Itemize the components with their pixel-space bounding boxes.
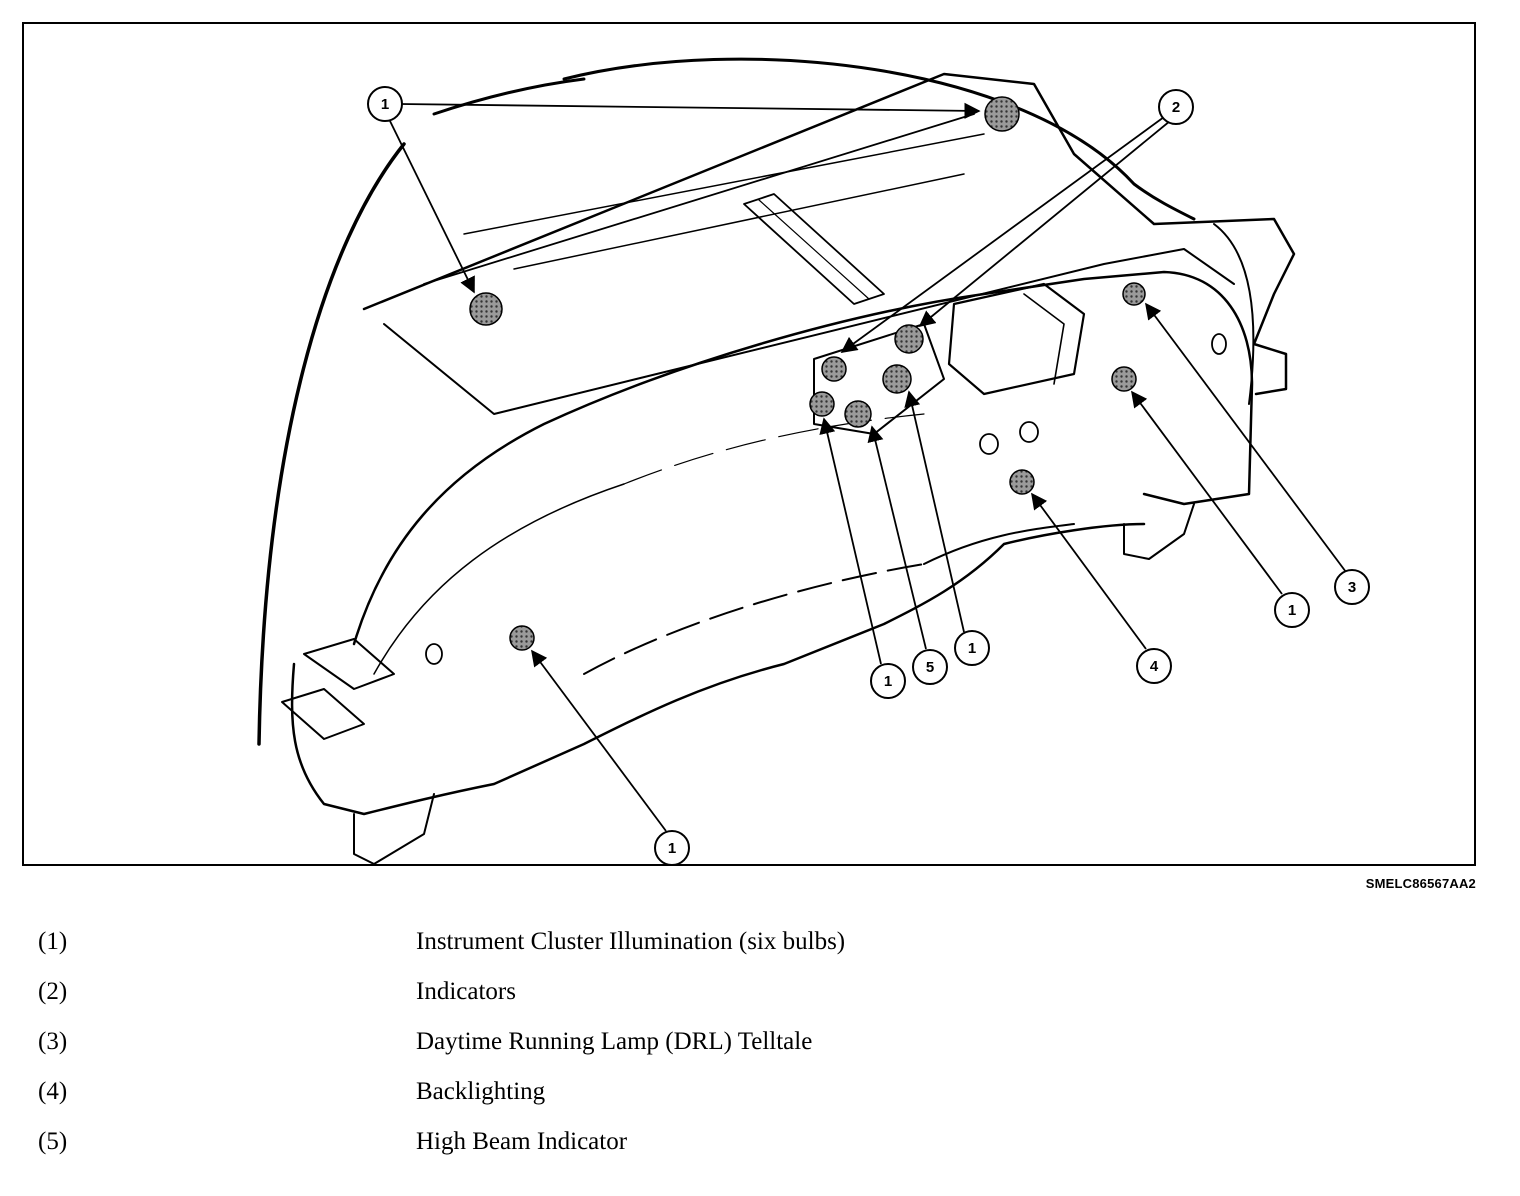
legend-number: (1) xyxy=(38,928,68,955)
svg-text:1: 1 xyxy=(1288,602,1296,619)
svg-text:3: 3 xyxy=(1348,579,1356,596)
svg-text:1: 1 xyxy=(884,673,892,690)
legend-row: (2) Indicators xyxy=(38,972,1478,1022)
legend-number: (4) xyxy=(38,1078,68,1105)
legend-number: (5) xyxy=(38,1128,68,1155)
bulb-socket xyxy=(984,96,1020,132)
callout-2: 2 xyxy=(1158,89,1194,125)
bulb-socket xyxy=(844,400,872,428)
callout-bubbles: 1 2 3 1 4 1 5 xyxy=(367,86,1370,866)
instrument-cluster-drawing: 1 2 3 1 4 1 5 xyxy=(257,57,1370,866)
legend-description: High Beam Indicator xyxy=(416,1128,628,1155)
bulb-socket xyxy=(894,324,924,354)
bulb-socket xyxy=(1122,282,1146,306)
legend-row: (1) Instrument Cluster Illumination (six… xyxy=(38,922,1478,972)
legend-description: Indicators xyxy=(416,978,516,1005)
legend-row: (5) High Beam Indicator xyxy=(38,1122,1478,1172)
callout-1-right: 1 xyxy=(1274,592,1310,628)
svg-text:1: 1 xyxy=(968,640,976,657)
bulb-sockets xyxy=(469,96,1146,651)
bulb-socket xyxy=(1111,366,1137,392)
legend-number: (2) xyxy=(38,978,68,1005)
legend: (1) Instrument Cluster Illumination (six… xyxy=(38,922,1478,1172)
legend-row: (3) Daytime Running Lamp (DRL) Telltale xyxy=(38,1022,1478,1072)
legend-description: Daytime Running Lamp (DRL) Telltale xyxy=(416,1028,813,1055)
callout-1-center-right: 1 xyxy=(954,630,990,666)
figure-code: SMELC86567AA2 xyxy=(1365,876,1476,891)
bulb-socket xyxy=(809,391,835,417)
callout-4: 4 xyxy=(1136,648,1172,684)
leader-lines xyxy=(388,102,1347,832)
legend-row: (4) Backlighting xyxy=(38,1072,1478,1122)
callout-3: 3 xyxy=(1334,569,1370,605)
legend-description: Backlighting xyxy=(416,1078,546,1105)
svg-text:5: 5 xyxy=(926,659,934,676)
svg-text:1: 1 xyxy=(381,96,389,113)
svg-text:1: 1 xyxy=(668,840,676,857)
callout-1-center-left: 1 xyxy=(870,663,906,699)
callout-1-top-left: 1 xyxy=(367,86,403,122)
svg-text:2: 2 xyxy=(1172,99,1180,116)
bulb-socket xyxy=(821,356,847,382)
diagram-frame: 1 2 3 1 4 1 5 xyxy=(22,22,1476,866)
svg-text:4: 4 xyxy=(1150,658,1159,675)
legend-number: (3) xyxy=(38,1028,68,1055)
bulb-socket xyxy=(509,625,535,651)
cluster-housing xyxy=(257,57,1296,865)
callout-1-bottom: 1 xyxy=(654,830,690,866)
legend-description: Instrument Cluster Illumination (six bul… xyxy=(416,928,846,955)
bulb-socket xyxy=(1009,469,1035,495)
bulb-socket xyxy=(469,292,503,326)
callout-5: 5 xyxy=(912,649,948,685)
bulb-socket xyxy=(882,364,912,394)
